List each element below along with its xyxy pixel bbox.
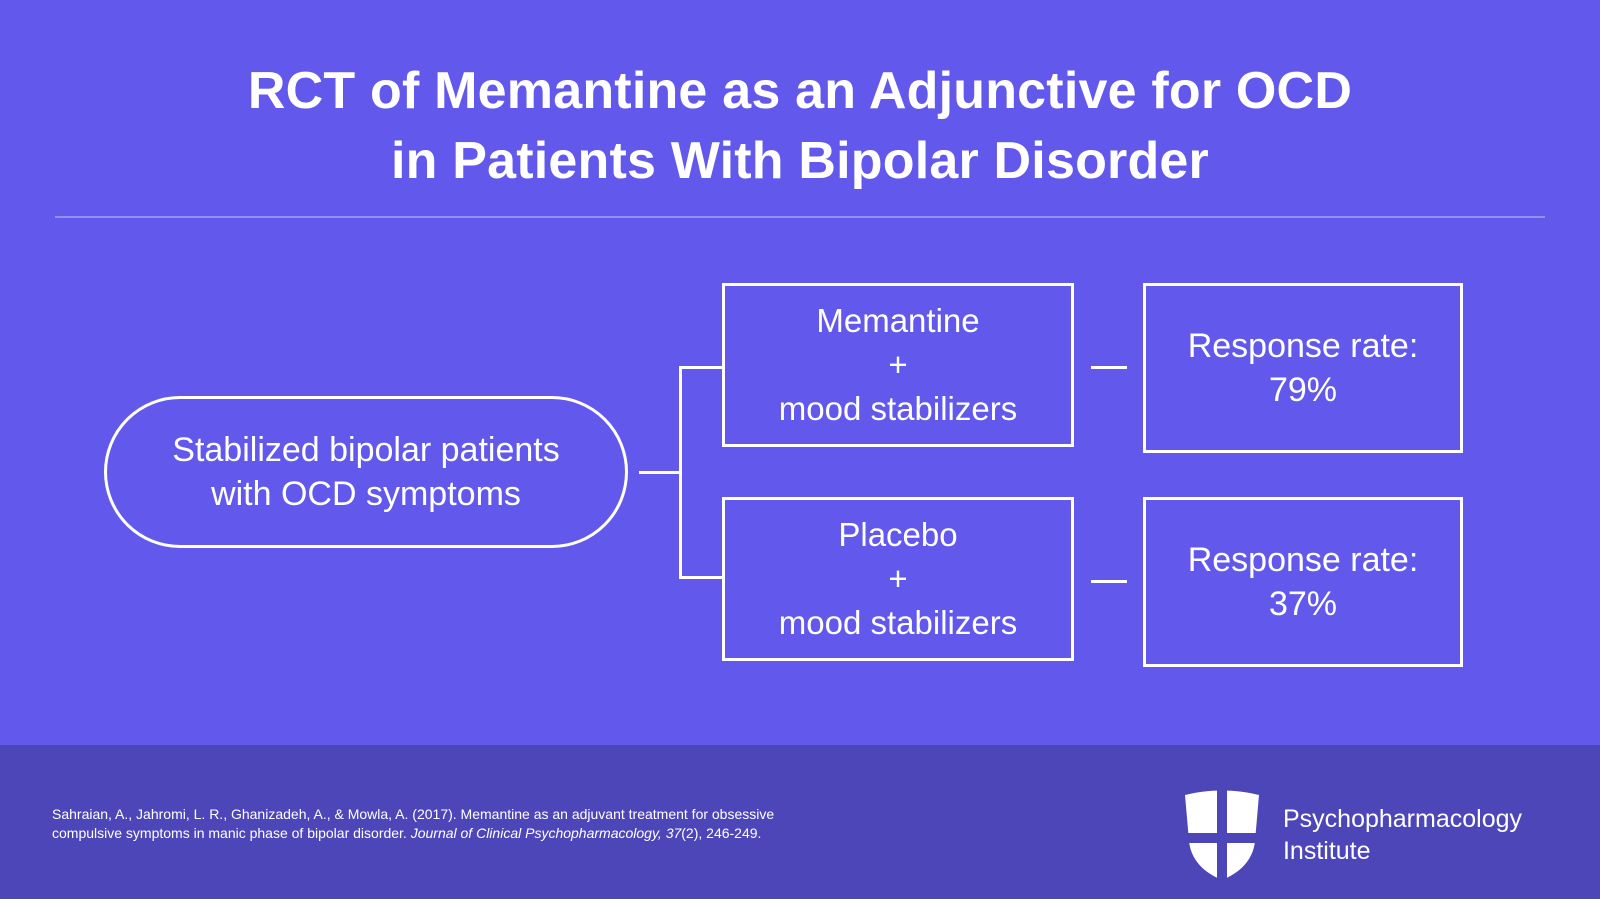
- node-response-placebo: Response rate: 37%: [1143, 497, 1463, 667]
- placebo-line-3: mood stabilizers: [778, 604, 1018, 641]
- node-treatment-memantine: Memantine + mood stabilizers: [722, 283, 1074, 447]
- brand-name-line-2: Institute: [1282, 837, 1371, 865]
- brand-lockup: Psychopharmacology Institute: [1183, 789, 1522, 881]
- citation-article-title: compulsive symptoms in manic phase of bi…: [52, 825, 411, 841]
- memantine-line-3: mood stabilizers: [778, 390, 1018, 427]
- footer-bar: Sahraian, A., Jahromi, L. R., Ghanizadeh…: [0, 745, 1600, 899]
- study-flow-diagram: Stabilized bipolar patients with OCD sym…: [104, 283, 1463, 667]
- title-line-2: in Patients With Bipolar Disorder: [390, 132, 1209, 190]
- memantine-line-1: Memantine: [816, 302, 980, 339]
- connector-population-stub: [639, 471, 682, 474]
- brand-name: Psychopharmacology Institute: [1283, 803, 1522, 867]
- connector-bracket-arm-bottom: [679, 576, 724, 579]
- title-divider: [55, 216, 1545, 218]
- citation: Sahraian, A., Jahromi, L. R., Ghanizadeh…: [52, 805, 852, 843]
- memantine-line-2: +: [888, 346, 908, 383]
- response-memantine-label: Response rate:: [1187, 327, 1419, 365]
- population-line-2: with OCD symptoms: [211, 475, 521, 513]
- response-placebo-label: Response rate:: [1187, 541, 1419, 579]
- connector-memantine-to-response: [1091, 366, 1127, 369]
- node-population: Stabilized bipolar patients with OCD sym…: [104, 396, 628, 548]
- placebo-line-2: +: [888, 560, 908, 597]
- node-treatment-placebo: Placebo + mood stabilizers: [722, 497, 1074, 661]
- citation-line-2: compulsive symptoms in manic phase of bi…: [52, 824, 852, 843]
- node-response-memantine: Response rate: 79%: [1143, 283, 1463, 453]
- title-line-1: RCT of Memantine as an Adjunctive for OC…: [247, 62, 1353, 120]
- population-line-1: Stabilized bipolar patients: [172, 431, 560, 469]
- brand-name-line-1: Psychopharmacology: [1282, 805, 1522, 833]
- shield-cross-icon: [1184, 790, 1259, 880]
- page-title: RCT of Memantine as an Adjunctive for OC…: [0, 56, 1600, 196]
- connector-bracket-arm-top: [679, 366, 724, 369]
- response-placebo-value: 37%: [1268, 585, 1338, 623]
- citation-journal: Journal of Clinical Psychopharmacology, …: [410, 825, 682, 841]
- connector-placebo-to-response: [1091, 580, 1127, 583]
- response-memantine-value: 79%: [1268, 371, 1338, 409]
- connector-bracket-spine: [679, 366, 682, 579]
- citation-pages: (2), 246-249.: [681, 825, 762, 841]
- placebo-line-1: Placebo: [838, 516, 958, 553]
- citation-line-1: Sahraian, A., Jahromi, L. R., Ghanizadeh…: [52, 806, 775, 822]
